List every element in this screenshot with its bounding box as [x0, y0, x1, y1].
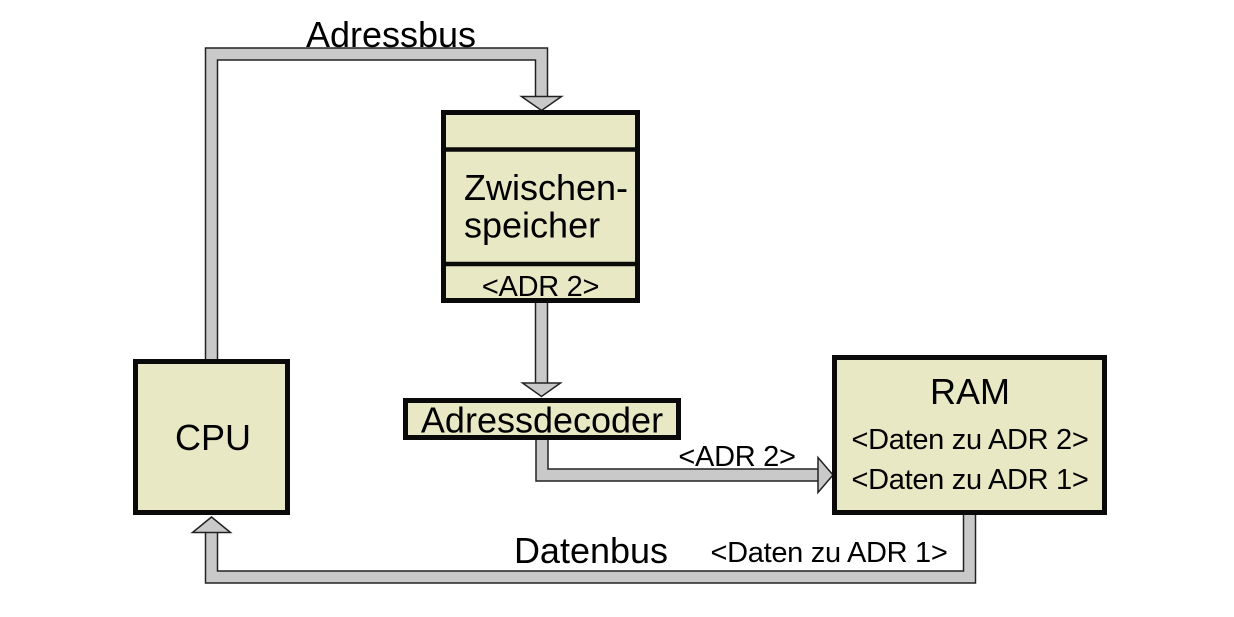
- decoder-ram-path: [536, 436, 819, 481]
- zwischenspeicher-slot-value: <ADR 2>: [482, 271, 599, 303]
- zwischenspeicher-label-line2: speicher: [464, 205, 600, 246]
- daten-zu-adr1-bus-label: <Daten zu ADR 1>: [710, 537, 947, 569]
- ram-box: RAM <Daten zu ADR 2> <Daten zu ADR 1>: [832, 355, 1107, 515]
- datenbus-arrowhead-icon: [190, 516, 233, 534]
- adressbus-label: Adressbus: [306, 14, 476, 55]
- zs-decoder-arrowhead-icon: [520, 382, 563, 398]
- zwischenspeicher-to-decoder-line: [520, 300, 563, 398]
- adressdecoder-label: Adressdecoder: [421, 400, 663, 441]
- ram-row-adr1: <Daten zu ADR 1>: [851, 464, 1088, 496]
- adressbus-line: [204, 47, 564, 364]
- zwischenspeicher-rect: [441, 110, 640, 303]
- datenbus-path: [206, 511, 975, 583]
- ram-rect: [832, 355, 1107, 515]
- datenbus-line: [190, 511, 977, 584]
- adressbus-path: [206, 48, 547, 364]
- adressdecoder-box: Adressdecoder: [403, 398, 681, 441]
- cpu-label: CPU: [175, 417, 251, 458]
- zwischenspeicher-label-line1: Zwischen-: [464, 167, 628, 208]
- adr2-bus-label: <ADR 2>: [678, 441, 795, 473]
- zwischenspeicher-box: Zwischen- speicher <ADR 2>: [441, 110, 640, 303]
- ram-label: RAM: [930, 371, 1010, 412]
- ram-row-adr2: <Daten zu ADR 2>: [851, 424, 1088, 456]
- decoder-ram-arrowhead-icon: [817, 455, 834, 495]
- decoder-to-ram-line: [535, 436, 834, 495]
- cpu-rect: [133, 359, 290, 515]
- cpu-box: CPU: [133, 359, 290, 515]
- adressbus-arrowhead-icon: [519, 95, 564, 112]
- datenbus-label: Datenbus: [514, 530, 668, 571]
- adressdecoder-rect: [403, 398, 681, 440]
